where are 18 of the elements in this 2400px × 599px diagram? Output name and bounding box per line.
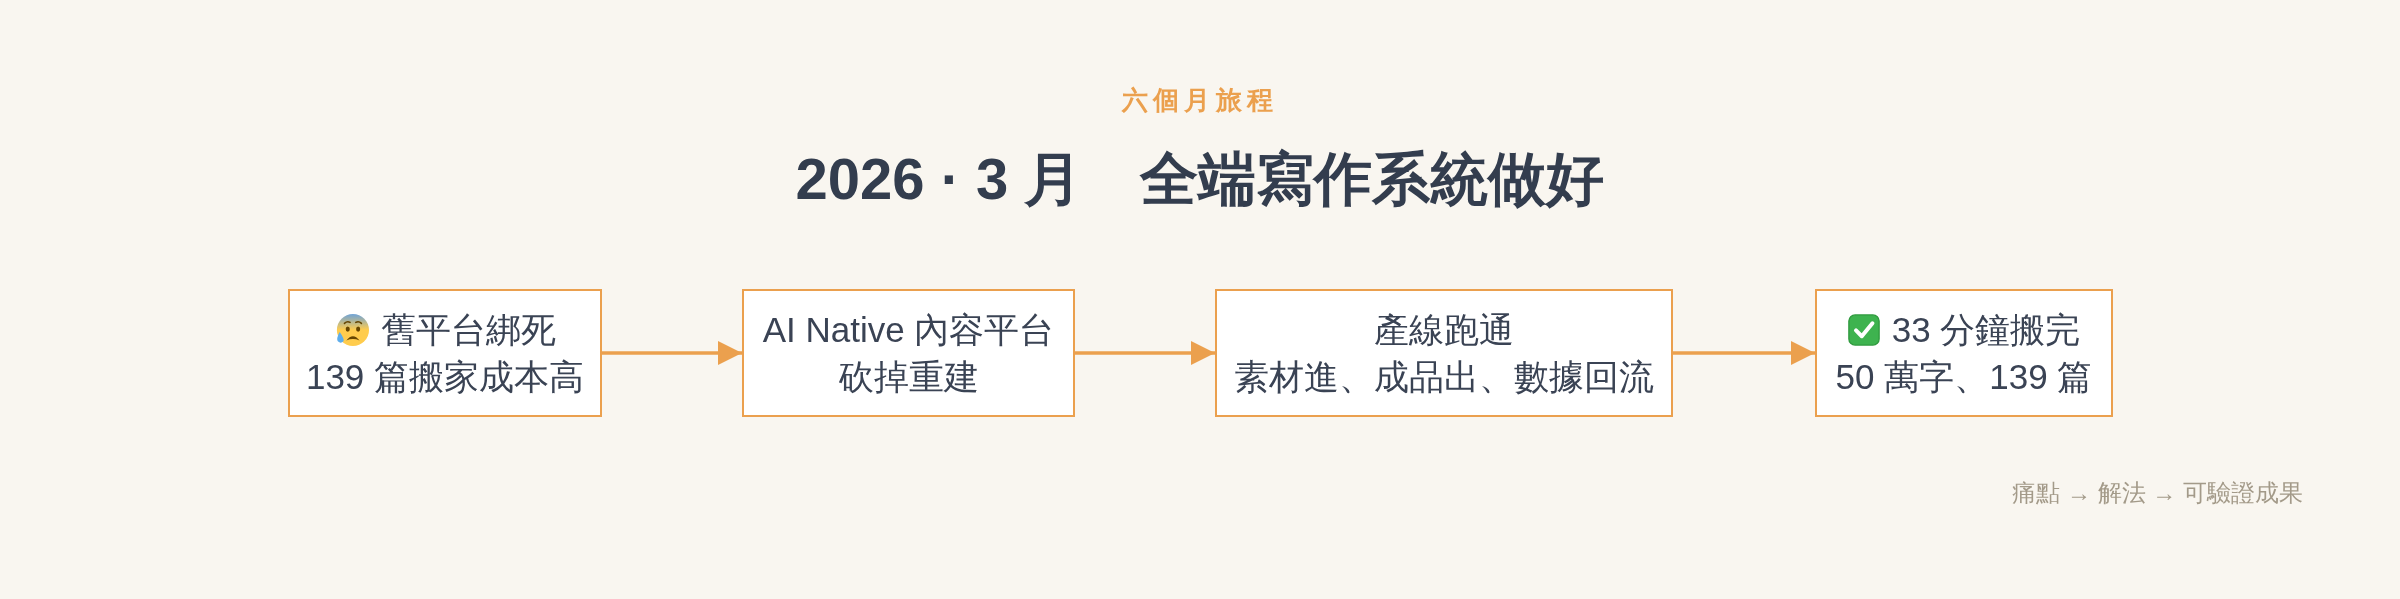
footer-note: 痛點 → 解法 → 可驗證成果 bbox=[2012, 478, 2303, 508]
step-detail: 砍掉重建 bbox=[838, 356, 979, 398]
step-title: 產線跑通 bbox=[1374, 309, 1514, 351]
step-title: 舊平台綁死 bbox=[380, 309, 556, 351]
arrow bbox=[1673, 341, 1815, 365]
process-box bbox=[742, 289, 1075, 417]
process-box bbox=[288, 289, 602, 417]
step-detail: 139 篇搬家成本高 bbox=[305, 356, 585, 398]
step-title: 33 分鐘搬完 bbox=[1891, 309, 2081, 351]
step-detail: 素材進、成品出、數據回流 bbox=[1234, 356, 1654, 398]
title: 2026 · 3 月 全端寫作系統做好 bbox=[795, 146, 1605, 212]
step-title: AI Native 內容平台 bbox=[762, 309, 1055, 351]
process-box bbox=[1215, 289, 1673, 417]
step-detail: 50 萬字、139 篇 bbox=[1835, 356, 2093, 398]
eyebrow-text: 六個月旅程 bbox=[1122, 84, 1278, 116]
arrow bbox=[602, 341, 742, 365]
arrow bbox=[1075, 341, 1215, 365]
process-box bbox=[1815, 289, 2113, 417]
